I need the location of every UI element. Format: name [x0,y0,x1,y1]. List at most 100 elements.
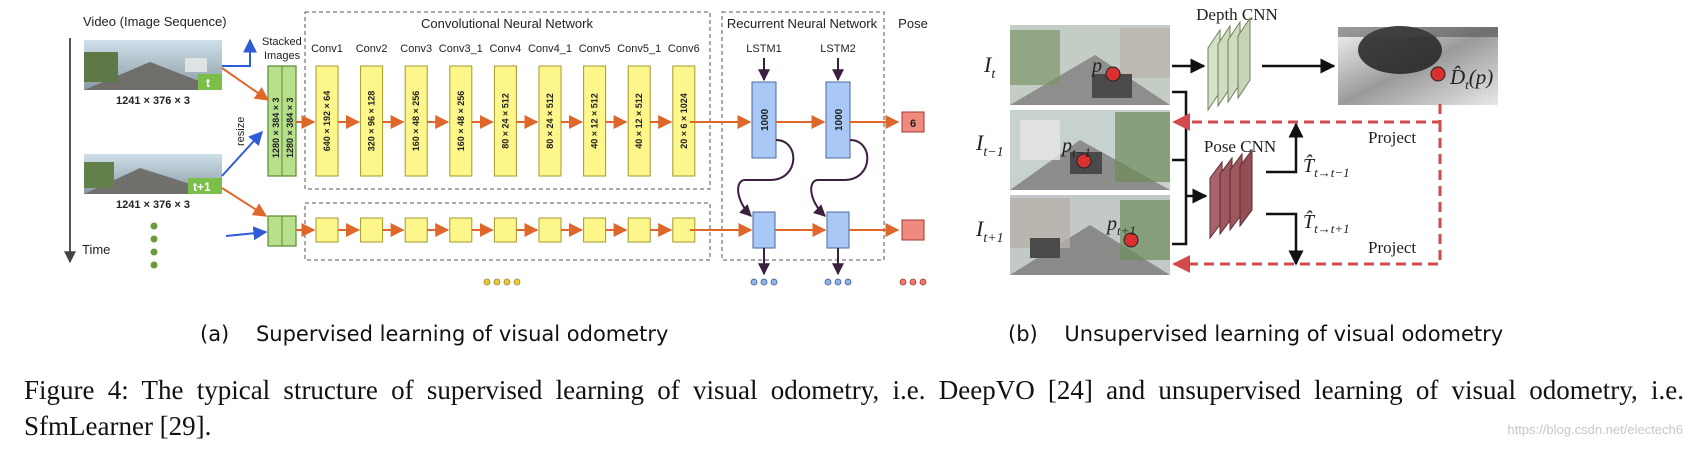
lstm1-bottom [752,211,776,249]
conv-layer-dims: 40 × 12 × 512 [590,93,600,149]
conv-ellipsis [483,278,521,286]
rnn-box [721,11,885,261]
depth-map-image [1338,26,1498,105]
project-label-bottom: Project [1368,238,1416,257]
conv-layer-dims: 80 × 24 × 512 [500,93,510,149]
image-I-t [1010,25,1170,105]
cnn-box [304,11,711,190]
conv-layer-name: Conv5 [579,43,611,55]
pose-out-t-plus-1: T̂t→t+1 [1303,210,1350,236]
conv-layer-name: Conv3 [400,43,432,55]
image-I-t-plus-1 [1010,195,1170,275]
conv-layer-dims: 80 × 24 × 512 [545,93,555,149]
figure-caption: Figure 4: The typical structure of super… [24,375,1684,441]
depth-cnn-block [1207,16,1251,112]
recurrent-arrow-2 [810,139,869,217]
image-I-t-minus-1 [1010,110,1170,190]
pose-output-bottom [901,219,925,241]
lstm2-bottom [826,211,850,249]
conv-layer-name: Conv4_1 [528,43,572,55]
pose-cnn-label: Pose CNN [1204,137,1276,156]
pose-out-t-minus-1: T̂t→t−1 [1303,154,1350,180]
conv-layer-name: Conv4 [490,43,522,55]
stack-dims-1: 1280 × 384 × 3 [271,97,281,158]
frame-t-tag [198,74,222,90]
arrow-pose-down [1266,212,1304,266]
conv-layer-dims: 160 × 48 × 256 [456,91,466,152]
lstm2-units: 1000 [834,108,845,131]
pose-cnn-block [1209,148,1253,240]
label-p: p [1090,55,1102,77]
lstm1-ellipsis [750,278,778,286]
stack-dims-2: 1280 × 384 × 3 [285,97,295,158]
pose-output-value: 6 [910,118,916,130]
frame-t1-tag-label: t+1 [193,180,211,194]
resize-label: resize [235,117,247,146]
conv-layer-box-bottom [404,217,428,243]
lstm1-units: 1000 [760,108,771,131]
arrow-t-to-stack [221,67,270,101]
recurrent-arrow-1 [737,139,795,217]
conv-layer-dims: 640 × 192 × 64 [322,91,332,152]
watermark: https://blog.csdn.net/electech6 [1507,422,1683,437]
project-label-top: Project [1368,128,1416,147]
conv-layer-name: Conv3_1 [439,43,483,55]
conv-layer-box-bottom [627,217,651,243]
conv-layer-box-bottom [449,217,473,243]
frame-t-thumbnail: t [84,40,222,90]
caption-b: (b) Unsupervised learning of visual odom… [1008,322,1504,346]
conv-layer-dims: 40 × 12 × 512 [634,93,644,149]
rnn-title: Recurrent Neural Network [727,16,878,31]
pose-ellipsis [899,278,927,286]
conv-layer-box-bottom [315,217,339,243]
project-arrow-top [1172,104,1442,131]
frame-t1-thumbnail: t+1 [84,154,222,194]
frame-t1-tag [188,178,222,194]
conv-layer-dims: 20 × 6 × 1024 [679,93,689,149]
cnn-title: Convolutional Neural Network [421,16,593,31]
label-I-t: It [983,52,996,82]
conv-layer-dims: 320 × 96 × 128 [367,91,377,152]
label-p-t-plus-1: pt+1 [1105,213,1136,238]
lstm2-label: LSTM2 [820,43,855,55]
conv-layer-name: Conv5_1 [617,43,661,55]
arrow-t2-to-stack2 [225,226,268,241]
lstm2-ellipsis [824,278,852,286]
conv-layer-box-bottom [538,217,562,243]
caption-a: (a) Supervised learning of visual odomet… [200,322,669,346]
lstm1-label: LSTM1 [746,43,781,55]
arrow-t1-to-stack2 [221,187,268,217]
conv-layer-name: Conv1 [311,43,343,55]
arrow-t1-to-stack [221,130,263,177]
depth-output-label: D̂t(p) [1449,65,1493,92]
frame-ellipsis [150,222,158,269]
conv-layer-box-bottom [360,217,384,243]
stacked-images-top: 1280 × 384 × 3 1280 × 384 × 3 [267,65,297,177]
pose-output-top [901,111,925,133]
stacked-label-2: Images [264,50,301,62]
label-p-t-minus-1: pt−1 [1060,135,1091,160]
conv-layer-name: Conv2 [356,43,388,55]
lstm2: LSTM2 1000 [820,43,856,159]
frame-t-tag-label: t [206,76,210,90]
stacked-label-1: Stacked [262,36,302,48]
stacked-images-bottom [267,215,297,247]
arrow-frame-to-ellipsis [222,38,257,67]
label-I-t-minus-1: It−1 [975,130,1004,160]
lstm1: LSTM1 1000 [746,43,782,159]
conv-layer-dims: 160 × 48 × 256 [411,91,421,152]
frame-t-size: 1241 × 376 × 3 [116,95,190,107]
video-label: Video (Image Sequence) [83,14,227,29]
conv-layer-name: Conv6 [668,43,700,55]
label-I-t-plus-1: It+1 [975,216,1004,246]
pose-title: Pose [898,16,928,31]
depth-cnn-label: Depth CNN [1196,5,1278,24]
images-bracket [1172,90,1188,246]
conv-layer-box-bottom [493,217,517,243]
conv-layer-box-bottom [583,217,607,243]
arrow-pose-up [1266,122,1304,174]
time-label: Time [82,242,110,257]
frame-t1-size: 1241 × 376 × 3 [116,199,190,211]
